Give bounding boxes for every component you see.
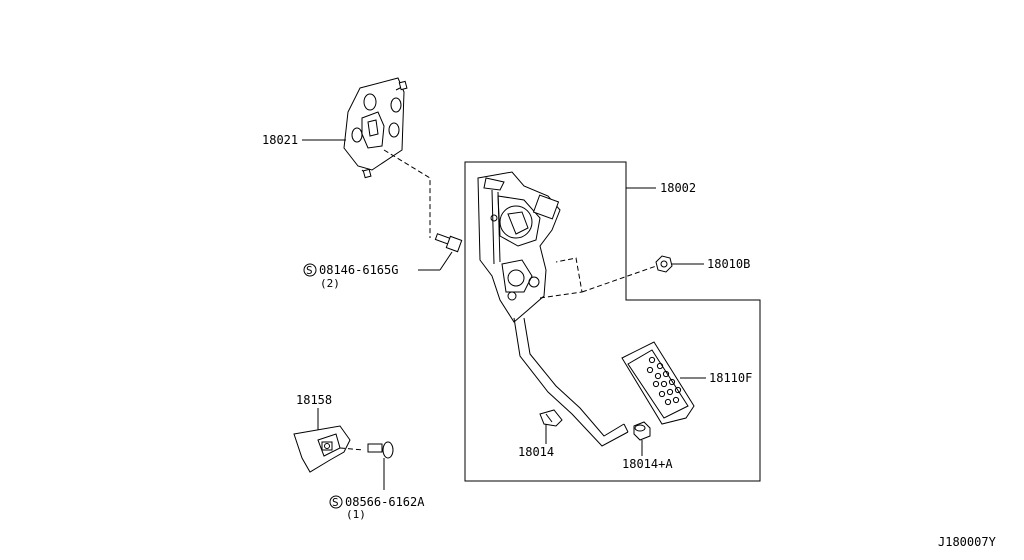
guide-line-bracket-bolt [383,149,431,238]
part-label-18110f: 18110F [709,371,752,385]
part-label-18010b: 18010B [707,257,750,271]
bolt-08146-6165g [434,233,463,253]
guide-line-nut [539,257,583,299]
guide-line-cover-bolt [339,447,365,451]
clip-18014 [539,409,563,427]
svg-text:S: S [306,264,313,277]
pedal-arm-assembly [477,171,629,447]
part-label-18021: 18021 [262,133,298,147]
assembly-box-18002 [464,161,761,482]
pedal-pad-18110f [621,341,695,425]
bolt-08566-6162a [367,441,394,459]
bolt1-part-number: 08146-6165G [319,263,398,277]
svg-text:S: S [332,496,339,509]
bolt2-quantity: (1) [346,508,366,521]
part-label-18014a: 18014+A [622,457,673,471]
diagram-id: J180007Y [938,535,997,549]
stopper-18014a [633,421,651,441]
screw-symbol-2: S [329,495,343,509]
bracket-18021 [343,77,408,179]
screw-symbol-1: S [303,263,317,277]
part-label-18014: 18014 [518,445,554,459]
bolt1-quantity: (2) [320,277,340,290]
cover-18158 [293,425,351,473]
bolt2-part-number: 08566-6162A [345,495,425,509]
nut-18010b [655,255,673,273]
part-label-18002: 18002 [660,181,696,195]
part-label-18158: 18158 [296,393,332,407]
